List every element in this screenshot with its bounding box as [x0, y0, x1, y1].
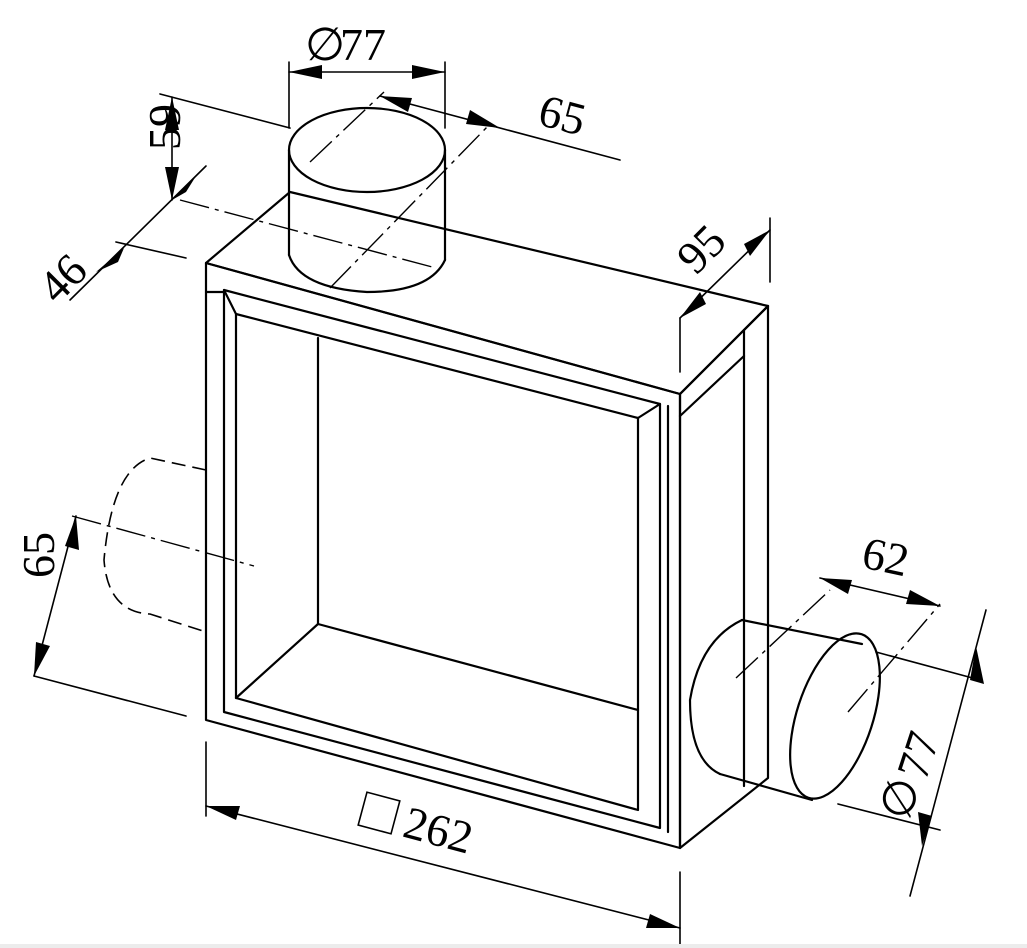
top-pipe [179, 91, 491, 294]
dim-top-length: 65 [379, 84, 621, 161]
bottom-edge [0, 944, 1027, 948]
dim-left-offset-label: 65 [13, 532, 64, 578]
dim-top-height: 59 [139, 93, 291, 201]
box-front-outer [204, 261, 682, 850]
dim-top-height-label: 59 [139, 104, 190, 150]
dim-box-size: 262 [205, 741, 681, 945]
dim-right-length-label: 62 [858, 527, 914, 586]
square-symbol [357, 791, 401, 835]
dim-right-diameter-label: 77 [887, 725, 950, 785]
dim-top-offset-label: 46 [28, 244, 97, 313]
dim-left-offset: 65 [13, 515, 187, 717]
dim-top-diameter-label: 77 [340, 19, 386, 70]
box-top-face [204, 190, 770, 396]
right-pipe [688, 589, 941, 802]
box-body [204, 190, 770, 850]
dim-top-offset: 46 [28, 165, 207, 313]
dim-right-length: 62 [819, 527, 941, 607]
right-pipe-ellipse [789, 632, 881, 800]
dim-top-length-label: 65 [534, 84, 592, 145]
dim-box-size-label: 262 [398, 797, 478, 864]
dim-top-diameter-symbol: ∅ [305, 19, 345, 70]
top-pipe-ellipse [287, 106, 447, 194]
dim-top-diameter: ∅ 77 [288, 19, 446, 129]
front-flange-outer [222, 288, 662, 830]
left-hidden-pipe [71, 457, 255, 633]
box-right-face [678, 304, 770, 850]
front-flange-inner [234, 312, 640, 812]
